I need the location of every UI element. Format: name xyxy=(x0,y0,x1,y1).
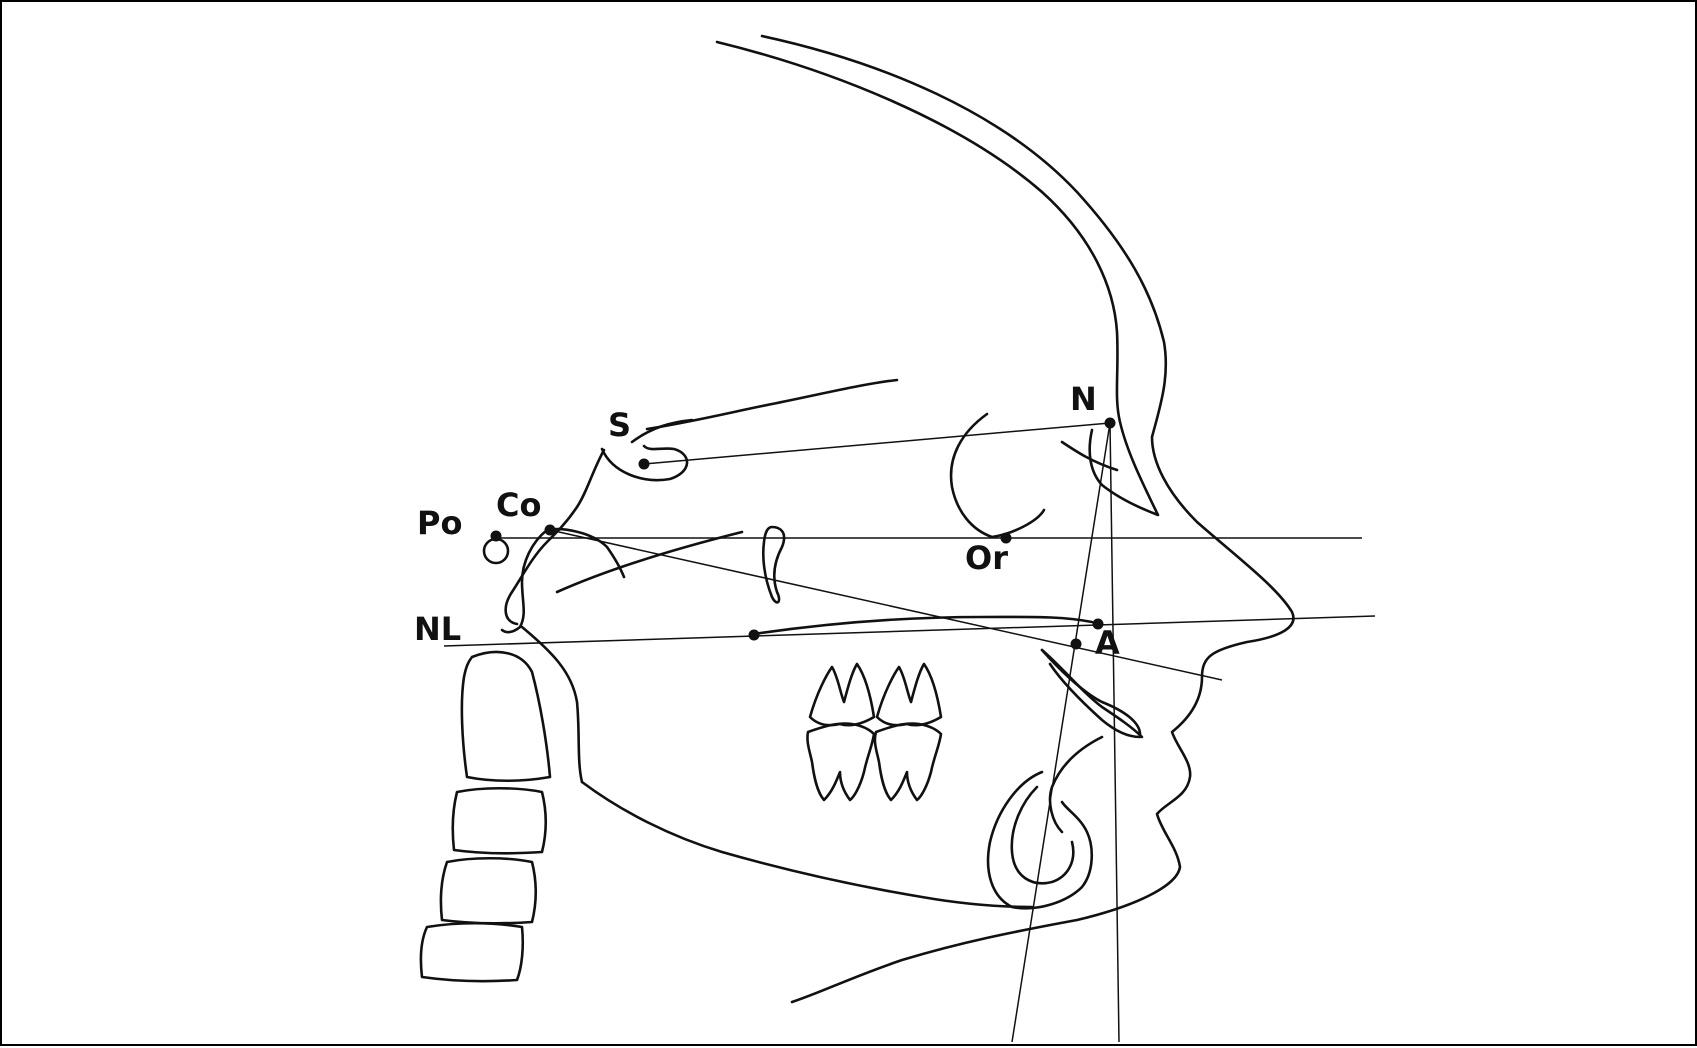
point-s xyxy=(638,458,650,470)
n-perpendicular xyxy=(1109,422,1120,1043)
upper-molar-1 xyxy=(808,662,876,727)
maxilla-anterior xyxy=(1040,648,1144,739)
label-co: Co xyxy=(496,486,541,524)
frontal-nasal-bone xyxy=(715,40,1160,517)
vertebra-c4 xyxy=(439,856,538,925)
zygomatic-process xyxy=(761,525,786,604)
point-co xyxy=(544,524,556,536)
label-or: Or xyxy=(965,539,1008,577)
label-a: A xyxy=(1095,624,1120,662)
vertebra-c3 xyxy=(451,786,548,855)
upper-incisor xyxy=(1040,648,1142,739)
label-s: S xyxy=(608,406,631,444)
vertebra-c5 xyxy=(419,921,525,983)
point-po xyxy=(490,530,502,542)
planum-sphenoidale xyxy=(630,418,694,444)
orbit-outline xyxy=(949,412,1046,539)
symphysis-inner xyxy=(1010,785,1075,885)
nasal-line-nl xyxy=(443,615,1376,647)
n-b-line xyxy=(1011,422,1111,1043)
mandible-ramus xyxy=(520,625,584,784)
lower-molar-1 xyxy=(806,722,876,802)
point-n xyxy=(1104,417,1116,429)
label-nl: NL xyxy=(414,610,461,648)
soft-tissue-profile xyxy=(760,34,1295,1004)
sn-line xyxy=(643,422,1111,465)
palatal-outline xyxy=(752,615,1094,636)
label-po: Po xyxy=(417,504,462,542)
lower-molar-2 xyxy=(873,722,943,802)
sella-turcica xyxy=(600,444,689,482)
point-a-upper xyxy=(1092,618,1104,630)
vertebra-c2 xyxy=(460,650,552,783)
label-n: N xyxy=(1070,380,1097,418)
point-a xyxy=(1070,638,1082,650)
zygomatic-ridge xyxy=(555,530,744,594)
mandible-lower-border xyxy=(580,780,1034,909)
ear-rod xyxy=(482,537,510,565)
co-a-line xyxy=(549,529,1223,681)
symphysis-outline xyxy=(986,770,1093,910)
upper-molar-2 xyxy=(875,662,943,727)
point-ant-nasal-line xyxy=(748,629,760,641)
condyle-outline xyxy=(500,528,549,634)
point-or xyxy=(1000,532,1012,544)
clivus-outline xyxy=(504,448,606,626)
